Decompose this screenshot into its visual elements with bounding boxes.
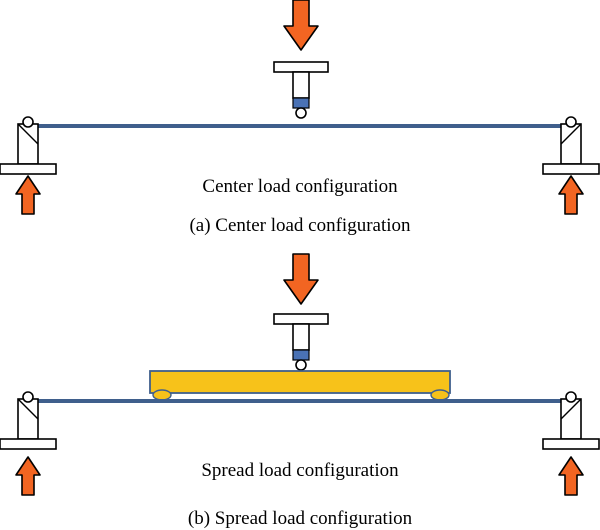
panel-b-caption: (b) Spread load configuration [187, 508, 413, 529]
left-support [0, 391, 57, 450]
panel-a-caption: (a) Center load configuration [189, 215, 411, 236]
right-support [542, 116, 600, 175]
right-support [542, 391, 600, 450]
left-support [0, 116, 57, 175]
center-load-label: Center load configuration [202, 176, 398, 197]
center-loading-nose [273, 61, 329, 119]
spread-load-arrow [283, 253, 319, 305]
panel-a-center-load [0, 0, 600, 215]
spread-load-label: Spread load configuration [201, 460, 399, 481]
spreader-beam [149, 370, 451, 401]
center-load-arrow [283, 0, 319, 51]
panel-b-spread-load [0, 253, 600, 496]
spread-loading-nose [273, 313, 329, 371]
